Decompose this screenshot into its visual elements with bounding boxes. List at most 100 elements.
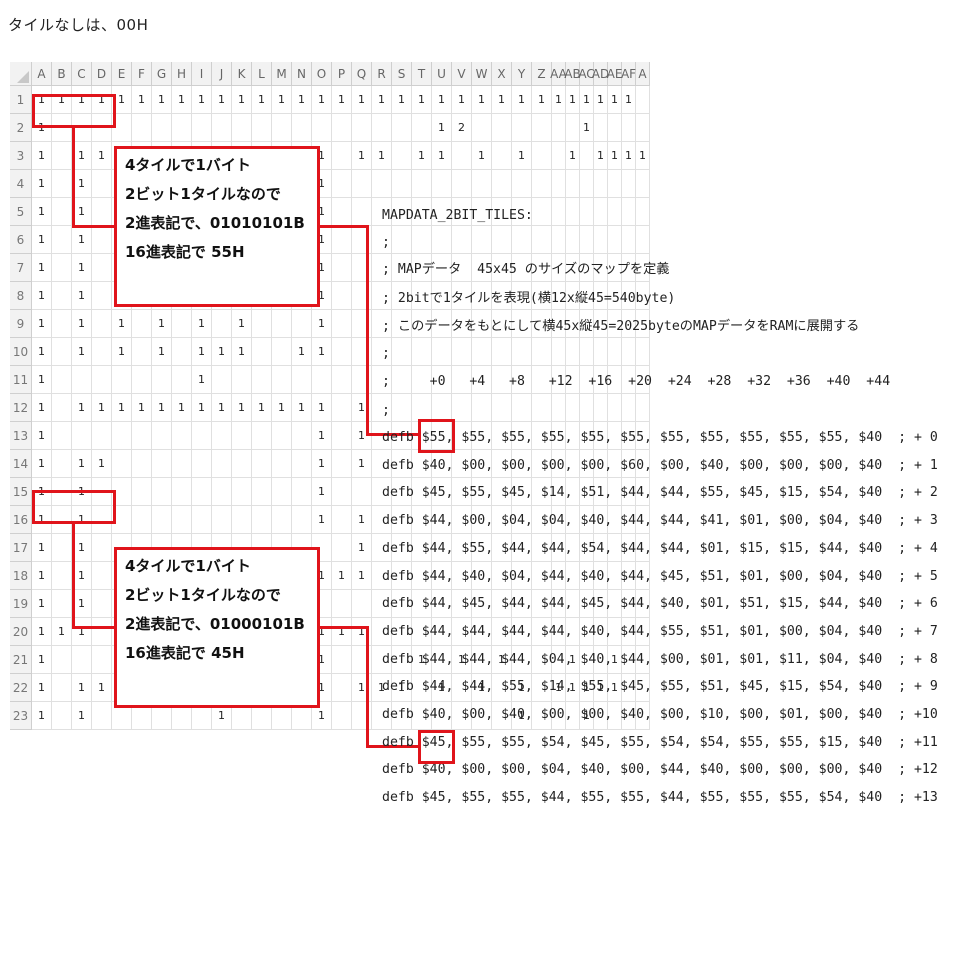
row-header[interactable]: 22 xyxy=(10,674,32,702)
grid-cell[interactable] xyxy=(172,478,192,506)
grid-cell[interactable] xyxy=(412,114,432,142)
grid-cell[interactable] xyxy=(532,170,552,198)
grid-cell[interactable] xyxy=(622,254,636,282)
row-header[interactable]: 6 xyxy=(10,226,32,254)
grid-cell[interactable] xyxy=(472,338,492,366)
grid-cell[interactable] xyxy=(432,338,452,366)
grid-cell[interactable] xyxy=(212,366,232,394)
grid-cell[interactable] xyxy=(566,506,580,534)
grid-cell[interactable] xyxy=(594,534,608,562)
grid-cell[interactable]: 1 xyxy=(594,86,608,114)
grid-cell[interactable]: 1 xyxy=(372,142,392,170)
grid-cell[interactable]: 1 xyxy=(212,338,232,366)
grid-cell[interactable] xyxy=(432,506,452,534)
grid-cell[interactable] xyxy=(594,226,608,254)
grid-cell[interactable] xyxy=(392,254,412,282)
grid-cell[interactable] xyxy=(636,674,650,702)
grid-cell[interactable]: 1 xyxy=(152,338,172,366)
column-header[interactable]: N xyxy=(292,62,312,86)
grid-cell[interactable] xyxy=(352,198,372,226)
grid-cell[interactable] xyxy=(152,366,172,394)
grid-cell[interactable] xyxy=(212,114,232,142)
grid-cell[interactable] xyxy=(622,170,636,198)
grid-cell[interactable]: 1 xyxy=(432,86,452,114)
grid-cell[interactable] xyxy=(52,590,72,618)
column-header[interactable]: P xyxy=(332,62,352,86)
grid-cell[interactable]: 1 xyxy=(352,618,372,646)
grid-cell[interactable] xyxy=(172,310,192,338)
grid-cell[interactable] xyxy=(52,646,72,674)
grid-cell[interactable] xyxy=(532,674,552,702)
grid-cell[interactable] xyxy=(432,590,452,618)
grid-cell[interactable] xyxy=(112,702,132,730)
grid-cell[interactable] xyxy=(580,254,594,282)
grid-cell[interactable] xyxy=(92,170,112,198)
grid-cell[interactable] xyxy=(252,422,272,450)
grid-cell[interactable] xyxy=(412,478,432,506)
grid-cell[interactable] xyxy=(372,366,392,394)
grid-cell[interactable] xyxy=(332,534,352,562)
grid-cell[interactable] xyxy=(532,534,552,562)
grid-cell[interactable] xyxy=(594,702,608,730)
grid-cell[interactable]: 1 xyxy=(92,674,112,702)
column-header[interactable]: H xyxy=(172,62,192,86)
grid-cell[interactable] xyxy=(332,310,352,338)
grid-cell[interactable] xyxy=(552,702,566,730)
grid-cell[interactable] xyxy=(492,226,512,254)
row-header[interactable]: 4 xyxy=(10,170,32,198)
grid-cell[interactable]: 1 xyxy=(192,338,212,366)
grid-cell[interactable] xyxy=(472,646,492,674)
row-header[interactable]: 13 xyxy=(10,422,32,450)
grid-cell[interactable] xyxy=(532,422,552,450)
grid-cell[interactable]: 1 xyxy=(312,282,332,310)
grid-cell[interactable]: 1 xyxy=(232,338,252,366)
grid-cell[interactable]: 1 xyxy=(312,702,332,730)
column-header[interactable]: AB xyxy=(564,62,581,86)
grid-cell[interactable]: 1 xyxy=(312,170,332,198)
grid-cell[interactable] xyxy=(432,646,452,674)
grid-cell[interactable] xyxy=(552,282,566,310)
grid-cell[interactable] xyxy=(532,198,552,226)
grid-cell[interactable] xyxy=(608,366,622,394)
grid-cell[interactable] xyxy=(52,310,72,338)
grid-cell[interactable] xyxy=(594,618,608,646)
column-header[interactable]: I xyxy=(192,62,212,86)
grid-cell[interactable] xyxy=(472,618,492,646)
column-header[interactable]: K xyxy=(232,62,252,86)
grid-cell[interactable]: 1 xyxy=(352,86,372,114)
grid-cell[interactable] xyxy=(332,590,352,618)
grid-cell[interactable] xyxy=(332,506,352,534)
grid-cell[interactable] xyxy=(532,394,552,422)
grid-cell[interactable] xyxy=(566,450,580,478)
grid-cell[interactable] xyxy=(352,170,372,198)
grid-cell[interactable] xyxy=(636,450,650,478)
grid-cell[interactable] xyxy=(636,310,650,338)
grid-cell[interactable] xyxy=(432,450,452,478)
grid-cell[interactable] xyxy=(432,394,452,422)
grid-cell[interactable] xyxy=(132,310,152,338)
grid-cell[interactable] xyxy=(636,562,650,590)
grid-cell[interactable] xyxy=(492,282,512,310)
grid-cell[interactable] xyxy=(472,450,492,478)
grid-cell[interactable] xyxy=(594,562,608,590)
grid-cell[interactable] xyxy=(392,198,412,226)
row-header[interactable]: 12 xyxy=(10,394,32,422)
row-header[interactable]: 5 xyxy=(10,198,32,226)
grid-cell[interactable] xyxy=(412,226,432,254)
grid-cell[interactable] xyxy=(72,366,92,394)
grid-cell[interactable] xyxy=(192,506,212,534)
grid-cell[interactable] xyxy=(622,450,636,478)
grid-cell[interactable] xyxy=(622,422,636,450)
grid-cell[interactable] xyxy=(512,506,532,534)
grid-cell[interactable] xyxy=(566,198,580,226)
grid-cell[interactable]: 1 xyxy=(252,86,272,114)
grid-cell[interactable]: 1 xyxy=(272,394,292,422)
grid-cell[interactable] xyxy=(580,422,594,450)
grid-cell[interactable] xyxy=(580,478,594,506)
grid-cell[interactable] xyxy=(292,310,312,338)
grid-cell[interactable] xyxy=(372,338,392,366)
grid-cell[interactable]: 1 xyxy=(32,590,52,618)
grid-cell[interactable] xyxy=(192,702,212,730)
grid-cell[interactable] xyxy=(636,394,650,422)
grid-cell[interactable] xyxy=(566,534,580,562)
